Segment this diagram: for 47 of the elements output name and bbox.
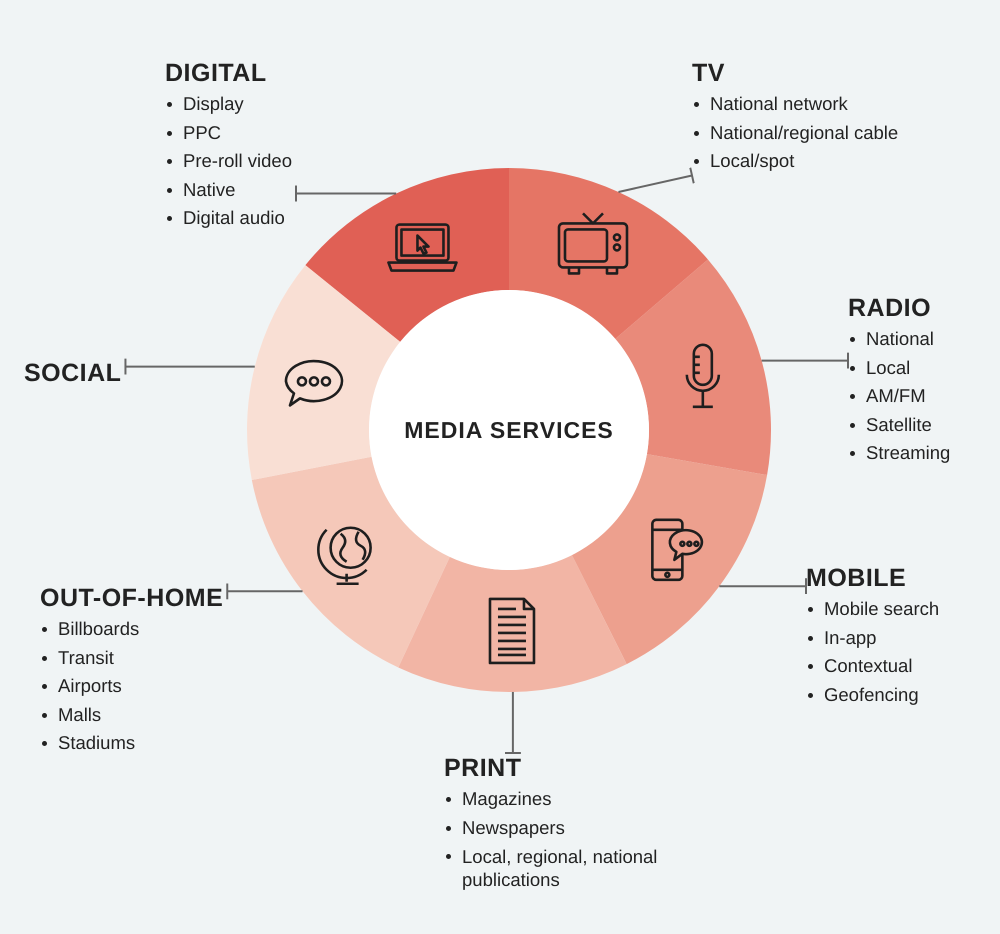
leader-line — [295, 184, 396, 203]
donut-segment — [509, 168, 708, 339]
category-heading: MOBILE — [806, 563, 908, 593]
list-item: Local — [866, 356, 910, 378]
leader-line — [504, 692, 522, 754]
list-item: Digital audio — [183, 207, 285, 228]
list-item: National — [866, 328, 934, 349]
list-item: Satellite — [866, 414, 932, 434]
leader-line — [618, 166, 695, 193]
list-item: In-app — [824, 626, 876, 648]
list-item: Streaming — [866, 442, 950, 463]
donut-segment — [398, 555, 627, 692]
list-item: Airports — [58, 675, 122, 696]
donut-segment — [572, 454, 768, 664]
list-item: National/regional cable — [710, 122, 898, 142]
list-item: Billboards — [58, 618, 140, 639]
category-heading: DIGITAL — [165, 58, 268, 88]
category-heading: RADIO — [848, 293, 932, 323]
list-item: PPC — [183, 122, 222, 142]
donut-segment — [247, 265, 400, 480]
list-item: Pre-roll video — [183, 150, 292, 171]
list-item: AM/FM — [866, 385, 926, 406]
list-item: Local/spot — [710, 150, 794, 171]
list-item: Mobile search — [824, 598, 940, 619]
leader-line — [124, 358, 255, 376]
list-item: Geofencing — [824, 684, 919, 704]
list-item: Malls — [58, 704, 102, 724]
list-item: Native — [183, 178, 236, 200]
leader-line — [226, 582, 303, 600]
donut-segment — [305, 168, 509, 342]
list-item: Display — [183, 93, 244, 114]
donut-segment — [252, 456, 450, 668]
center-title: MEDIA SERVICES — [404, 416, 614, 444]
list-item: Stadiums — [58, 732, 136, 753]
leader-line — [762, 352, 849, 370]
category-heading: PRINT — [444, 753, 522, 783]
list-item: National network — [710, 93, 848, 114]
donut-segment — [615, 260, 771, 476]
category-heading: OUT-OF-HOME — [40, 583, 224, 613]
category-heading: SOCIAL — [24, 358, 122, 388]
category-heading: TV — [692, 58, 726, 88]
leader-line — [719, 577, 807, 596]
list-item: Local, regional, national publications — [462, 846, 658, 890]
list-item: Newspapers — [462, 816, 565, 838]
list-item: Contextual — [824, 655, 912, 676]
list-item: Transit — [58, 646, 114, 668]
list-item: Magazines — [462, 788, 552, 809]
